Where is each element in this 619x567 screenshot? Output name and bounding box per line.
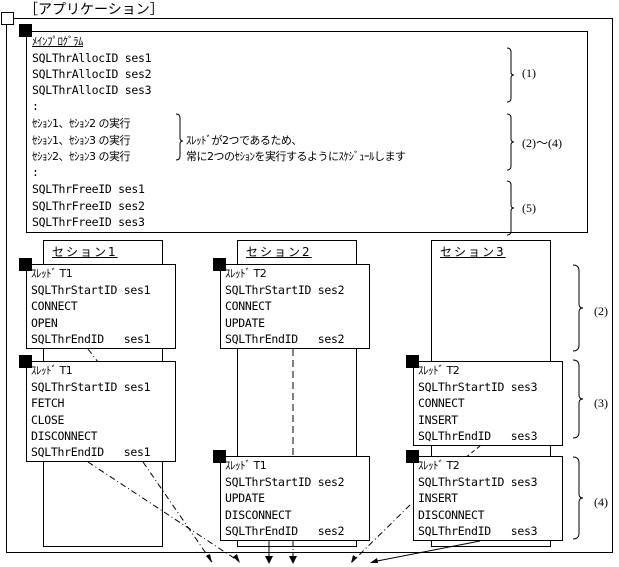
thread-line: SQLThrEndID ses2 — [225, 524, 345, 538]
application-marker-icon — [1, 12, 14, 25]
thread-label: ｽﾚｯﾄﾞ T1 — [31, 267, 73, 280]
thread-marker-icon — [213, 258, 226, 271]
brace-icon — [175, 113, 184, 161]
thread-line: INSERT — [418, 413, 458, 427]
schedule-note: ｽﾚｯﾄﾞが2つであるため、 — [186, 134, 302, 147]
ellipsis: : — [32, 165, 39, 179]
thread-line: FETCH — [31, 396, 65, 410]
thread-block — [26, 361, 176, 462]
thread-block — [26, 264, 176, 349]
exec-line: ｾｼｮﾝ2、ｾｼｮﾝ3 の実行 — [32, 150, 131, 163]
brace-icon — [572, 264, 584, 352]
arrowhead-icon — [233, 554, 240, 563]
brace-icon — [506, 180, 515, 236]
phase-label: (3) — [594, 396, 608, 410]
thread-block — [413, 456, 563, 541]
thread-marker-icon — [406, 355, 419, 368]
arrowhead-icon — [265, 556, 273, 564]
thread-line: SQLThrEndID ses1 — [31, 332, 151, 346]
step-label: (1) — [522, 66, 536, 80]
thread-block — [220, 264, 370, 349]
exec-line: ｾｼｮﾝ1、ｾｼｮﾝ3 の実行 — [32, 134, 131, 147]
thread-label: ｽﾚｯﾄﾞ T2 — [225, 267, 267, 280]
thread-label: ｽﾚｯﾄﾞ T1 — [225, 459, 267, 472]
brace-icon — [506, 113, 515, 171]
phase-label: (2) — [594, 304, 608, 318]
thread-line: UPDATE — [225, 316, 265, 330]
thread-line: OPEN — [31, 316, 58, 330]
thread-line: CONNECT — [225, 299, 272, 313]
thread-line: SQLThrStartID ses3 — [418, 380, 538, 394]
thread-line: SQLThrEndID ses1 — [31, 445, 151, 459]
arrow-line — [87, 461, 241, 563]
thread-line: SQLThrStartID ses1 — [31, 380, 151, 394]
thread-line: CONNECT — [31, 299, 78, 313]
arrow-line — [87, 348, 99, 363]
app-title: ［アプリケーション］ — [24, 3, 164, 18]
alloc-line: SQLThrAllocID ses1 — [32, 51, 152, 65]
thread-line: CONNECT — [418, 396, 465, 410]
arrow-line — [371, 540, 481, 563]
main-program-box — [26, 31, 588, 233]
thread-marker-icon — [19, 258, 32, 271]
exec-line: ｾｼｮﾝ1、ｾｼｮﾝ2 の実行 — [32, 117, 131, 130]
thread-marker-icon — [19, 355, 32, 368]
free-line: SQLThrFreeID ses1 — [32, 182, 145, 196]
thread-line: SQLThrStartID ses2 — [225, 283, 345, 297]
arrow-line — [142, 461, 213, 563]
thread-line: SQLThrEndID ses3 — [418, 524, 538, 538]
thread-line: INSERT — [418, 491, 458, 505]
thread-marker-icon — [406, 450, 419, 463]
session-title: セション1 — [52, 245, 118, 259]
thread-block — [413, 361, 563, 446]
brace-icon — [572, 456, 584, 540]
thread-line: SQLThrStartID ses1 — [31, 283, 151, 297]
arrowhead-icon — [206, 554, 212, 563]
thread-line: CLOSE — [31, 413, 65, 427]
phase-label: (4) — [594, 495, 608, 509]
arrow-line — [351, 504, 411, 563]
thread-line: SQLThrEndID ses3 — [418, 429, 538, 443]
thread-line: SQLThrEndID ses2 — [225, 332, 345, 346]
free-line: SQLThrFreeID ses3 — [32, 215, 145, 229]
free-line: SQLThrFreeID ses2 — [32, 199, 145, 213]
brace-icon — [572, 359, 584, 439]
thread-label: ｽﾚｯﾄﾞ T1 — [31, 364, 73, 377]
thread-line: DISCONNECT — [31, 429, 98, 443]
thread-label: ｽﾚｯﾄﾞ T2 — [418, 459, 460, 472]
thread-line: DISCONNECT — [225, 508, 292, 522]
alloc-line: SQLThrAllocID ses2 — [32, 67, 152, 81]
arrowhead-icon — [351, 555, 357, 563]
thread-label: ｽﾚｯﾄﾞ T2 — [418, 364, 460, 377]
thread-line: SQLThrStartID ses2 — [225, 475, 345, 489]
step-label: (5) — [522, 201, 536, 215]
main-program-heading: ﾒｲﾝﾌﾟﾛｸﾞﾗﾑ — [32, 35, 84, 48]
brace-icon — [506, 47, 515, 103]
thread-marker-icon — [213, 450, 226, 463]
alloc-line: SQLThrAllocID ses3 — [32, 83, 152, 97]
session-title: セション2 — [246, 245, 312, 259]
ellipsis: : — [32, 99, 39, 113]
main-program-marker-icon — [19, 24, 32, 37]
thread-line: DISCONNECT — [418, 508, 485, 522]
step-label: (2)～(4) — [522, 136, 562, 150]
session-title: セション3 — [440, 245, 506, 259]
thread-block — [220, 456, 370, 541]
schedule-note: 常に2つのｾｼｮﾝを実行するようにｽｹｼﾞｭｰﾙします — [186, 150, 406, 163]
thread-line: UPDATE — [225, 491, 265, 505]
thread-line: SQLThrStartID ses3 — [418, 475, 538, 489]
arrowhead-icon — [289, 556, 297, 564]
arrowhead-icon — [370, 558, 378, 563]
